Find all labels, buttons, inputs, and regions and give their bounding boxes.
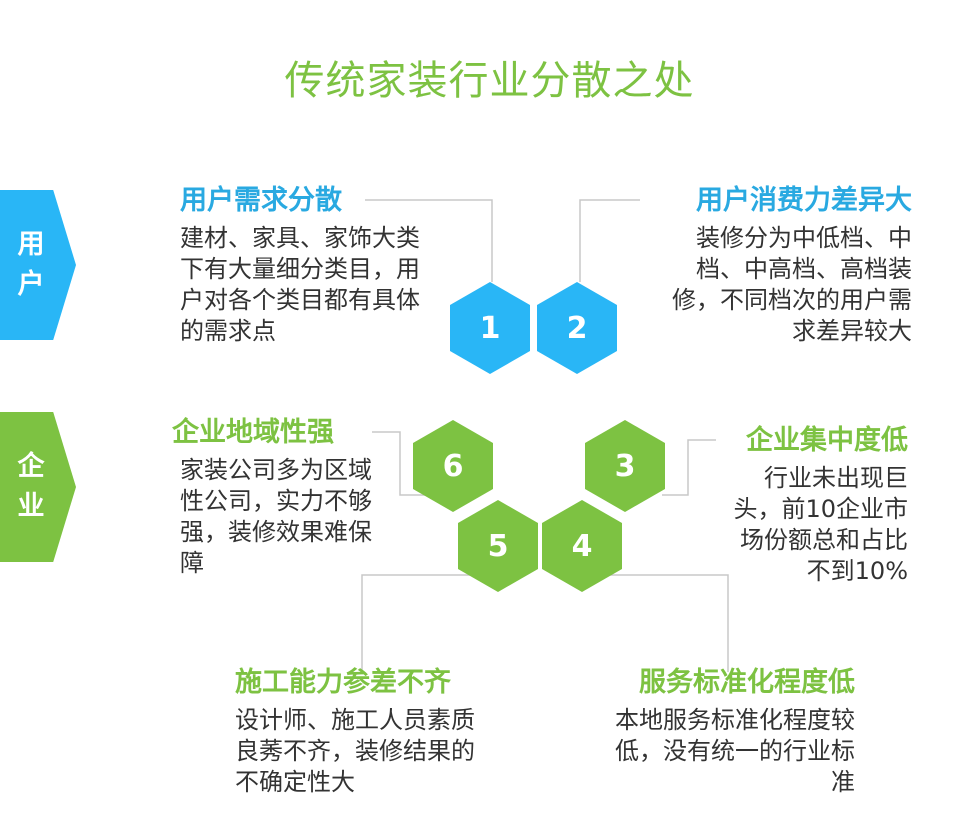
item-heading: 企业集中度低 <box>746 425 908 456</box>
tag-char: 业 <box>17 491 45 522</box>
connector-1 <box>365 199 493 282</box>
connector-2 <box>579 199 640 282</box>
connector-5 <box>361 574 499 672</box>
item-6-block: 企业地域性强 家装公司多为区域性公司，实力不够强，装修效果难保障 <box>172 415 382 579</box>
item-body: 行业未出现巨头，前10企业市场份额总和占比不到10% <box>733 464 908 585</box>
item-body: 设计师、施工人员素质良莠不齐，装修结果的不确定性大 <box>235 706 475 796</box>
hexagon-number: 6 <box>442 448 464 484</box>
connector-3 <box>662 439 716 496</box>
item-heading: 用户消费力差异大 <box>696 185 912 216</box>
tag-char: 户 <box>17 269 45 300</box>
item-heading: 施工能力参差不齐 <box>235 667 451 698</box>
item-body: 本地服务标准化程度较低，没有统一的行业标准 <box>615 706 855 796</box>
page-title: 传统家装行业分散之处 <box>284 58 695 104</box>
item-heading: 企业地域性强 <box>172 417 334 448</box>
hexagon-number: 3 <box>614 448 636 484</box>
hexagon-number: 1 <box>479 310 501 346</box>
item-4-block: 服务标准化程度低 本地服务标准化程度较低，没有统一的行业标准 <box>590 665 855 798</box>
item-body: 家装公司多为区域性公司，实力不够强，装修效果难保障 <box>180 456 372 577</box>
item-2-block: 用户消费力差异大 装修分为中低档、中档、中高档、高档装修，不同档次的用户需求差异… <box>632 183 912 347</box>
tag-char: 用 <box>17 229 45 260</box>
hexagon-number: 2 <box>566 310 588 346</box>
hexagon-number: 4 <box>571 528 593 564</box>
item-3-block: 企业集中度低 行业未出现巨头，前10企业市场份额总和占比不到10% <box>700 423 908 587</box>
item-body: 建材、家具、家饰大类下有大量细分类目，用户对各个类目都有具体的需求点 <box>180 224 420 345</box>
item-5-block: 施工能力参差不齐 设计师、施工人员素质良莠不齐，装修结果的不确定性大 <box>235 665 495 798</box>
item-heading: 服务标准化程度低 <box>639 667 855 698</box>
item-1-block: 用户需求分散 建材、家具、家饰大类下有大量细分类目，用户对各个类目都有具体的需求… <box>180 183 430 347</box>
item-heading: 用户需求分散 <box>180 185 342 216</box>
hexagon-number: 5 <box>487 528 509 564</box>
item-body: 装修分为中低档、中档、中高档、高档装修，不同档次的用户需求差异较大 <box>672 224 912 345</box>
tag-char: 企 <box>17 451 45 482</box>
connector-6 <box>372 431 442 496</box>
connector-4 <box>582 574 729 672</box>
hexagon-6: 6 <box>413 420 493 512</box>
